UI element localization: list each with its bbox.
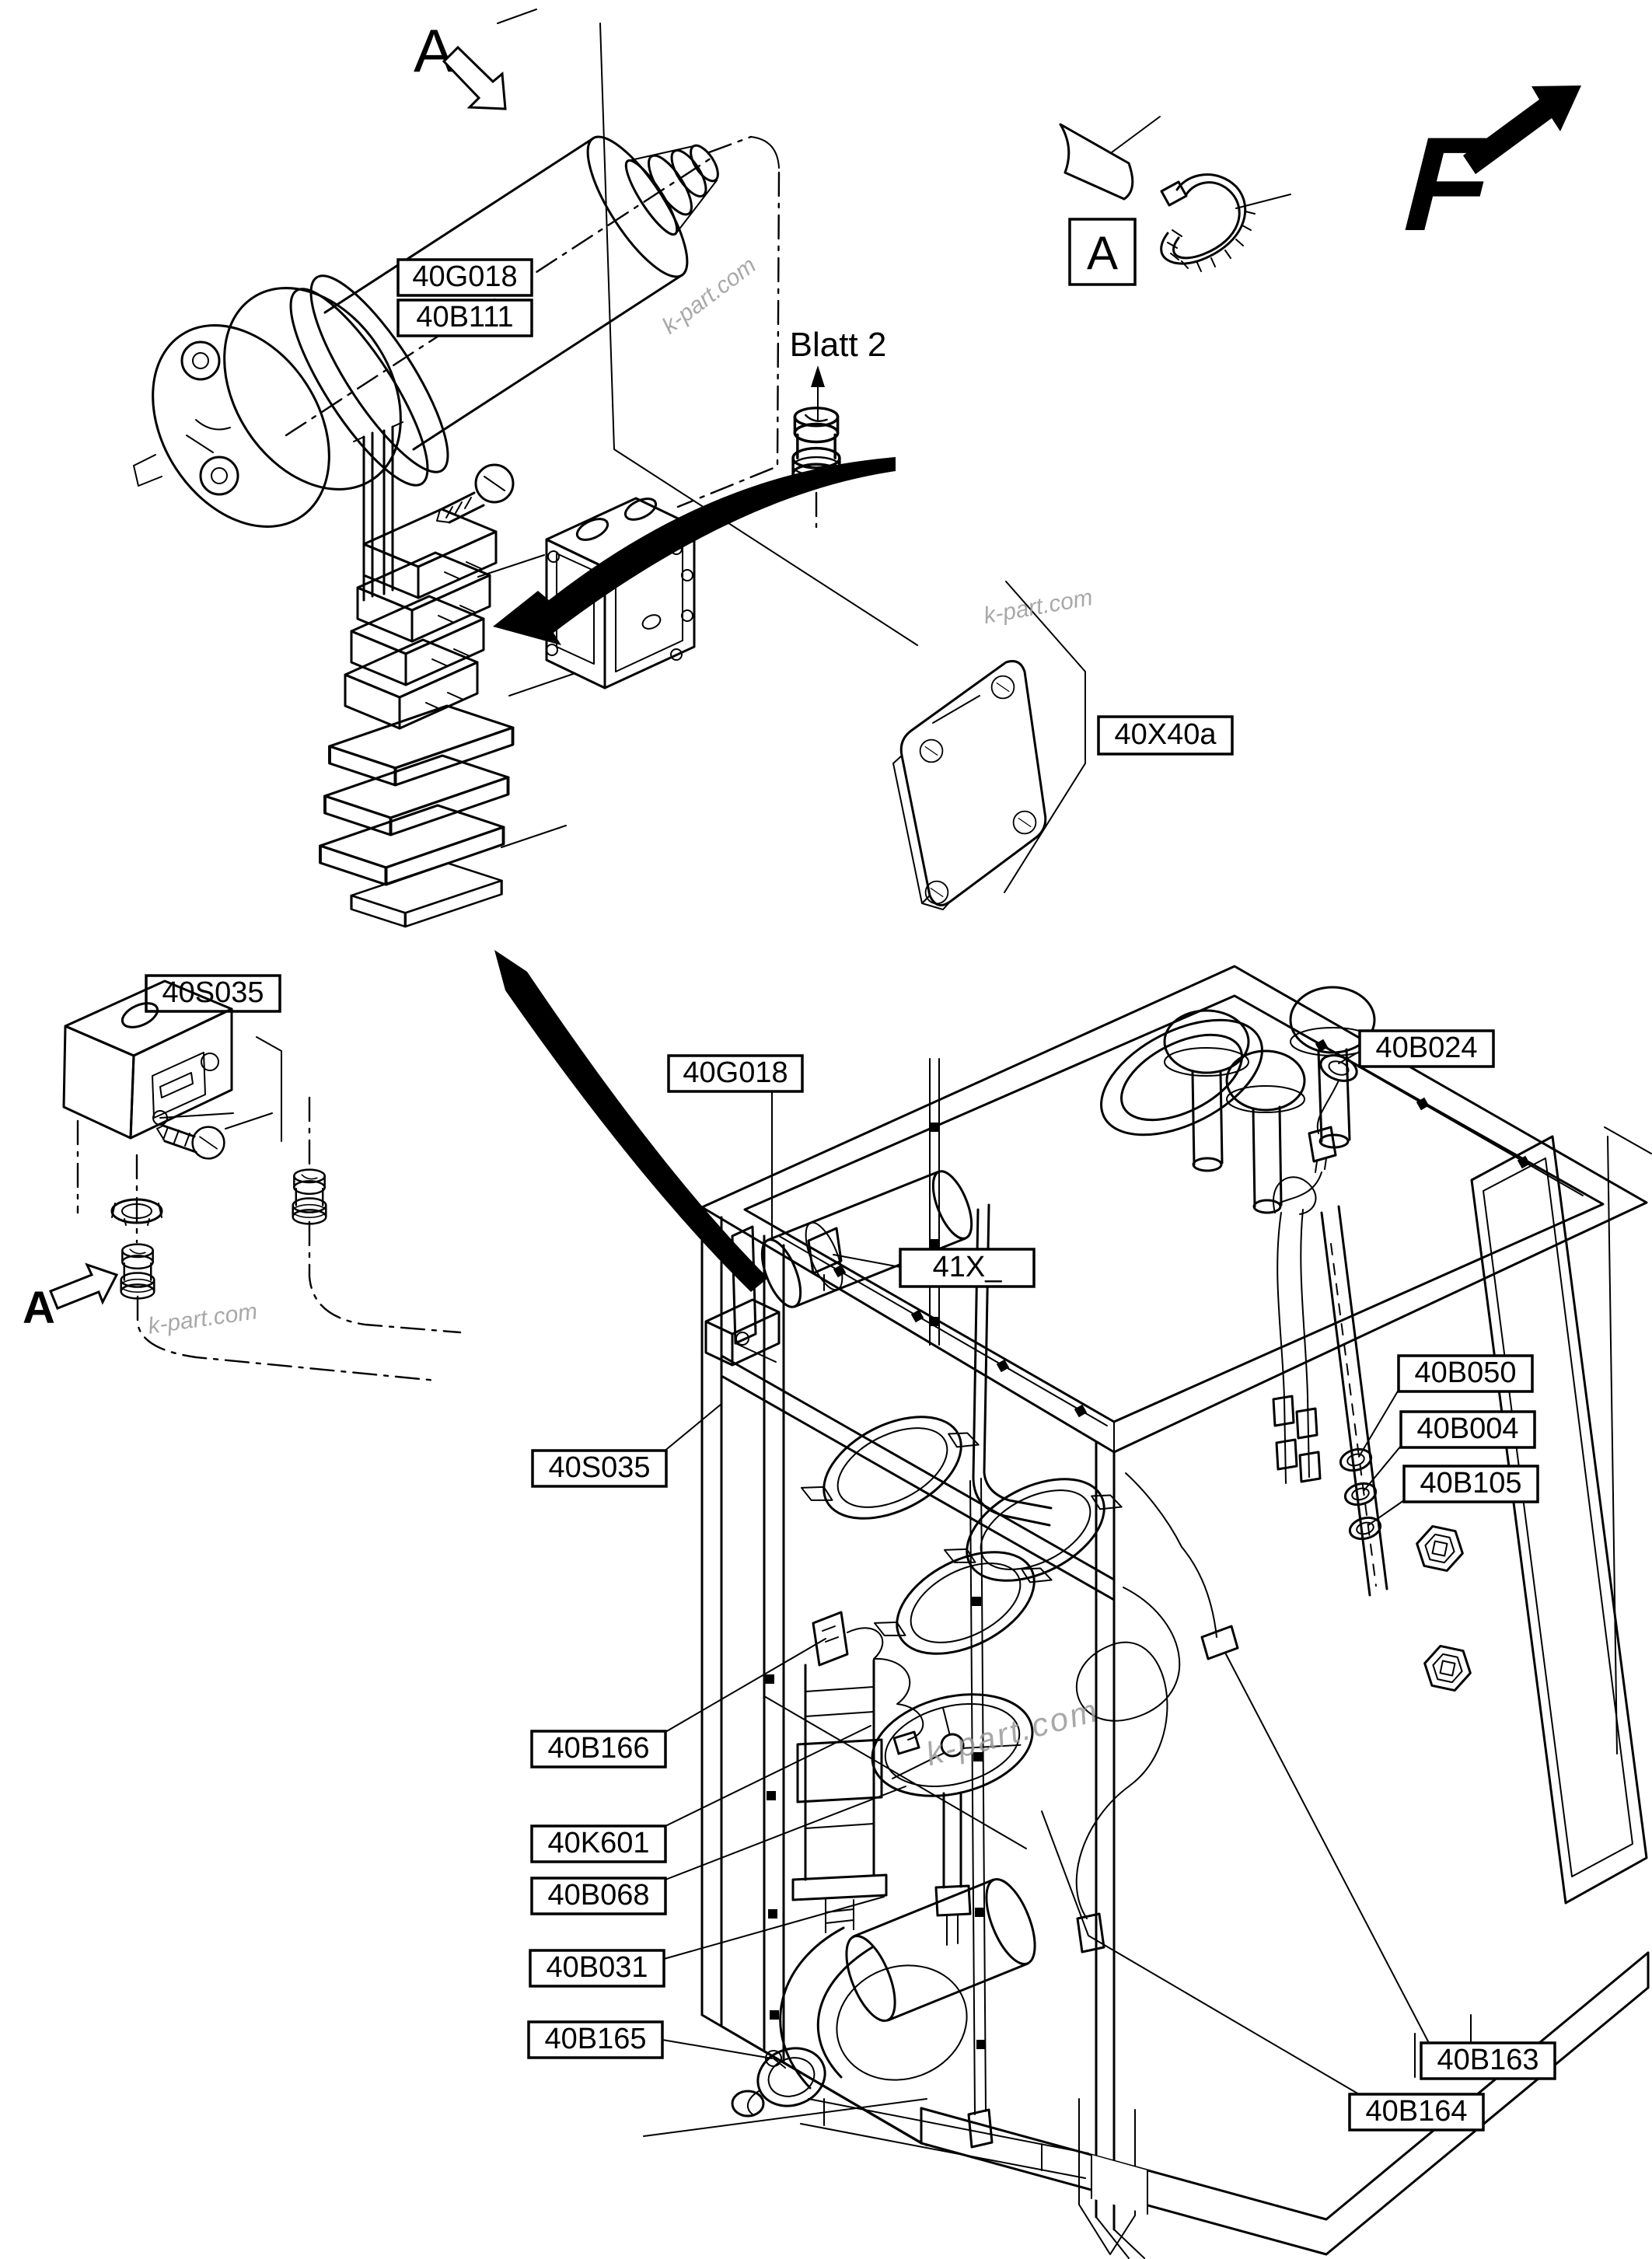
strainer-40B068 <box>871 1693 1034 1797</box>
pump-40B031 <box>731 1877 1089 2179</box>
part-label-40B166: 40B166 <box>530 1730 667 1768</box>
svg-text:40B111: 40B111 <box>416 301 513 333</box>
sheet-reference-text: Blatt 2 <box>790 326 887 364</box>
part-label-40B105: 40B105 <box>1402 1465 1539 1503</box>
part-label-40B165: 40B165 <box>527 2020 664 2059</box>
detail-a-marker-top: A <box>414 16 507 110</box>
part-label-40S035-machine: 40S035 <box>531 1449 668 1488</box>
svg-text:40G018: 40G018 <box>412 260 517 293</box>
svg-text:40S035: 40S035 <box>548 1451 650 1484</box>
svg-text:40S035: 40S035 <box>162 976 264 1009</box>
detail-frame-right <box>599 23 918 646</box>
up-arrow-icon <box>811 365 825 387</box>
part-label-40B004: 40B004 <box>1399 1410 1536 1449</box>
adhesive-label-part <box>1059 116 1161 201</box>
detail-a-letter-box: A <box>1087 227 1118 279</box>
direction-f-marker: F <box>1389 86 1581 259</box>
svg-text:40B163: 40B163 <box>1437 2044 1538 2076</box>
detail-frame-plate <box>1004 581 1086 893</box>
detail-a-box-marker: A <box>1068 218 1137 286</box>
cable-tie-part <box>1160 173 1291 272</box>
part-label-40B024: 40B024 <box>1358 1029 1495 1068</box>
part-label-40B164: 40B164 <box>1348 2093 1485 2132</box>
part-label-40B111: 40B111 <box>396 299 533 337</box>
detail-a-letter-top: A <box>414 16 454 85</box>
svg-text:40G018: 40G018 <box>683 1056 788 1089</box>
part-label-40X40a: 40X40a <box>1097 715 1234 756</box>
watermark-box: k-part.com <box>982 585 1095 629</box>
svg-text:40X40a: 40X40a <box>1114 718 1217 751</box>
assembly-arrow-left-icon <box>493 457 896 645</box>
svg-text:40B050: 40B050 <box>1414 1356 1516 1389</box>
part-label-40B031: 40B031 <box>529 1949 665 1988</box>
svg-text:40B031: 40B031 <box>546 1951 648 1984</box>
top-coil-assembly <box>133 135 719 528</box>
svg-text:40B165: 40B165 <box>544 2023 646 2055</box>
part-label-40G018-machine: 40G018 <box>667 1054 804 1093</box>
part-label-40B050: 40B050 <box>1397 1354 1534 1393</box>
detail-a-arrow-bottom-icon <box>49 1262 119 1310</box>
svg-text:40B024: 40B024 <box>1375 1032 1477 1064</box>
solenoid-40S035-location <box>704 1298 781 1367</box>
svg-text:40B105: 40B105 <box>1420 1467 1521 1500</box>
breather-cap-2 <box>1225 1049 1306 1214</box>
watermark-top: k-part.com <box>658 253 761 340</box>
pallet-base <box>643 1951 1650 2256</box>
sheet2-connector: Blatt 2 <box>676 135 887 529</box>
filter-40G018 <box>760 1170 973 1308</box>
svg-text:41X_: 41X_ <box>933 1251 1003 1283</box>
detail-a-arrow-top-icon <box>442 45 507 110</box>
svg-text:40B068: 40B068 <box>547 1879 649 1912</box>
svg-text:40B004: 40B004 <box>1416 1412 1518 1445</box>
svg-text:40B164: 40B164 <box>1365 2095 1467 2128</box>
direction-f-arrow-icon <box>1463 86 1581 174</box>
actuator-40K601 <box>791 1611 924 1933</box>
box-cover-plate <box>892 660 1047 910</box>
svg-text:40K601: 40K601 <box>547 1827 649 1859</box>
watermark-left: k-part.com <box>146 1298 259 1339</box>
part-label-40B163: 40B163 <box>1420 2041 1556 2080</box>
breather-cap-1 <box>1163 1009 1250 1172</box>
detail-frame-top <box>497 9 537 24</box>
detail-cover-40S035: 40S035 A k-part.com <box>23 974 462 1382</box>
part-label-40B068: 40B068 <box>530 1877 667 1915</box>
part-label-40K601: 40K601 <box>530 1824 667 1863</box>
part-label-41X: 41X_ <box>899 1248 1036 1288</box>
part-label-40G018-top: 40G018 <box>396 258 533 297</box>
assembly-arrow-up-icon <box>494 950 768 1292</box>
cable-harness-40B163-40B164 <box>1075 1472 1239 1953</box>
terminal-block-stack <box>319 421 576 928</box>
direction-f-letter: F <box>1389 110 1508 259</box>
svg-text:40B166: 40B166 <box>547 1732 649 1765</box>
